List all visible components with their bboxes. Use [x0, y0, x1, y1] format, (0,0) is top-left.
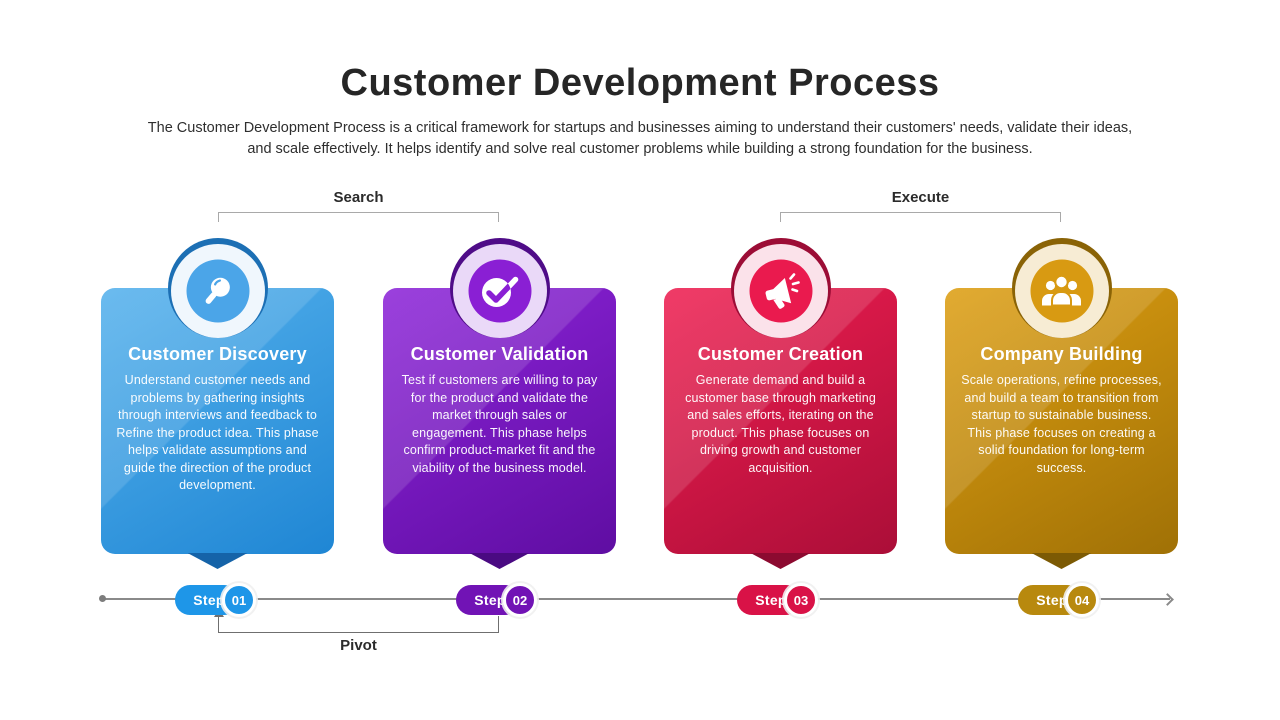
execute-bracket: [780, 212, 1061, 222]
timeline-start-dot: [99, 595, 106, 602]
card-tail: [750, 553, 811, 569]
card-company-building: Company Building Scale operations, refin…: [945, 238, 1178, 569]
icon-bubble: [730, 238, 831, 338]
card-tail: [469, 553, 530, 569]
megaphone-icon: [749, 259, 812, 323]
execute-phase-label: Execute: [891, 189, 950, 206]
card-customer-validation: Customer Validation Test if customers ar…: [383, 238, 616, 569]
step-number: 02: [503, 583, 537, 617]
pivot-phase-label: Pivot: [340, 637, 377, 654]
magnifier-icon: [186, 259, 249, 323]
page-subtitle: The Customer Development Process is a cr…: [147, 120, 1133, 157]
card-title: Customer Validation: [410, 344, 589, 364]
card-title: Customer Creation: [697, 344, 864, 364]
step-number: 01: [222, 583, 256, 617]
card-description: Generate demand and build a customer bas…: [685, 373, 876, 475]
card-tail: [1031, 553, 1092, 569]
card-customer-creation: Customer Creation Generate demand and bu…: [664, 238, 897, 569]
checkmark-icon: [468, 259, 531, 323]
step-number: 03: [784, 583, 818, 617]
step-number: 04: [1065, 583, 1099, 617]
icon-bubble: [167, 238, 268, 338]
step-badge-4: Step 04: [1018, 583, 1099, 617]
card-description: Understand customer needs and problems b…: [116, 373, 319, 492]
search-bracket: [218, 212, 499, 222]
step-badge-3: Step 03: [737, 583, 818, 617]
team-icon: [1030, 259, 1093, 323]
card-description: Scale operations, refine processes, and …: [961, 373, 1162, 475]
pivot-bracket: [218, 616, 499, 633]
card-title: Customer Discovery: [128, 344, 307, 364]
card-description: Test if customers are willing to pay for…: [401, 373, 598, 475]
card-title: Company Building: [980, 344, 1143, 364]
timeline-arrow-icon: [1161, 592, 1174, 606]
timeline-line: [102, 598, 1170, 600]
step-badge-2: Step 02: [456, 583, 537, 617]
search-phase-label: Search: [333, 189, 384, 206]
card-customer-discovery: Customer Discovery Understand customer n…: [101, 238, 334, 569]
icon-bubble: [449, 238, 550, 338]
icon-bubble: [1011, 238, 1112, 338]
page-title: Customer Development Process: [340, 62, 940, 104]
step-badge-1: Step 01: [175, 583, 256, 617]
card-tail: [187, 553, 248, 569]
